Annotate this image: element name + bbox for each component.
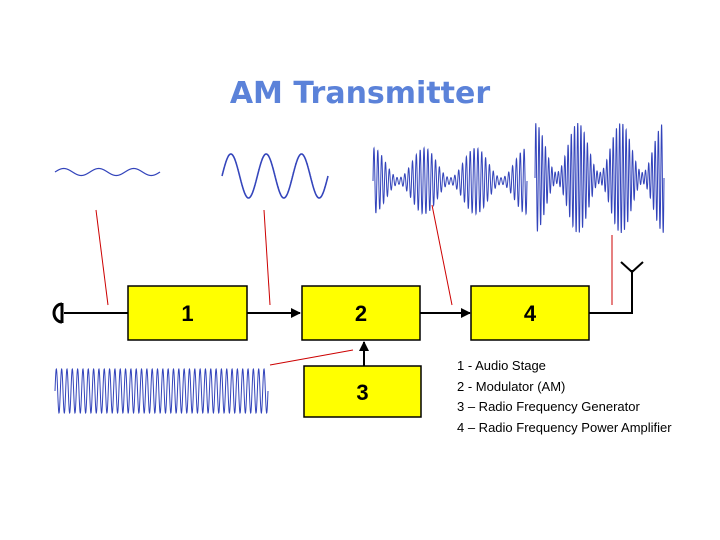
audio-input-wave [54,167,161,177]
legend-item-modulator: 2 - Modulator (AM) [457,378,566,394]
pointer-line-audio-input [95,209,109,306]
block-4-label: 4 [524,301,537,326]
pointer-lines [95,204,613,366]
legend-item-audio-stage: 1 - Audio Stage [457,358,546,373]
legend-item-rf-power-amplifier: 4 – Radio Frequency Power Amplifier [457,419,672,435]
pointer-line-modulated [431,204,453,306]
block-3: 3 [303,365,422,418]
legend: 1 - Audio Stage 2 - Modulator (AM) 3 – R… [457,358,697,440]
block-3-label: 3 [356,380,368,405]
page-title: AM Transmitter [229,76,491,111]
block-4: 4 [470,285,590,341]
block-4-to-antenna-line [589,270,633,314]
block-1: 1 [127,285,248,341]
block-2-label: 2 [355,301,367,326]
antenna-icon [620,261,644,273]
signal-connections [64,270,633,366]
block-2: 2 [301,285,421,341]
amplified-am-wave [534,122,665,234]
microphone-icon [52,302,64,324]
rf-carrier-wave [54,367,269,415]
block-1-label: 1 [181,301,193,326]
modulated-am-wave [372,146,528,216]
amplified-audio-wave [221,153,329,199]
pointer-line-carrier [269,349,354,366]
pointer-line-audio-output [263,209,271,306]
legend-item-rf-generator: 3 – Radio Frequency Generator [457,399,640,414]
